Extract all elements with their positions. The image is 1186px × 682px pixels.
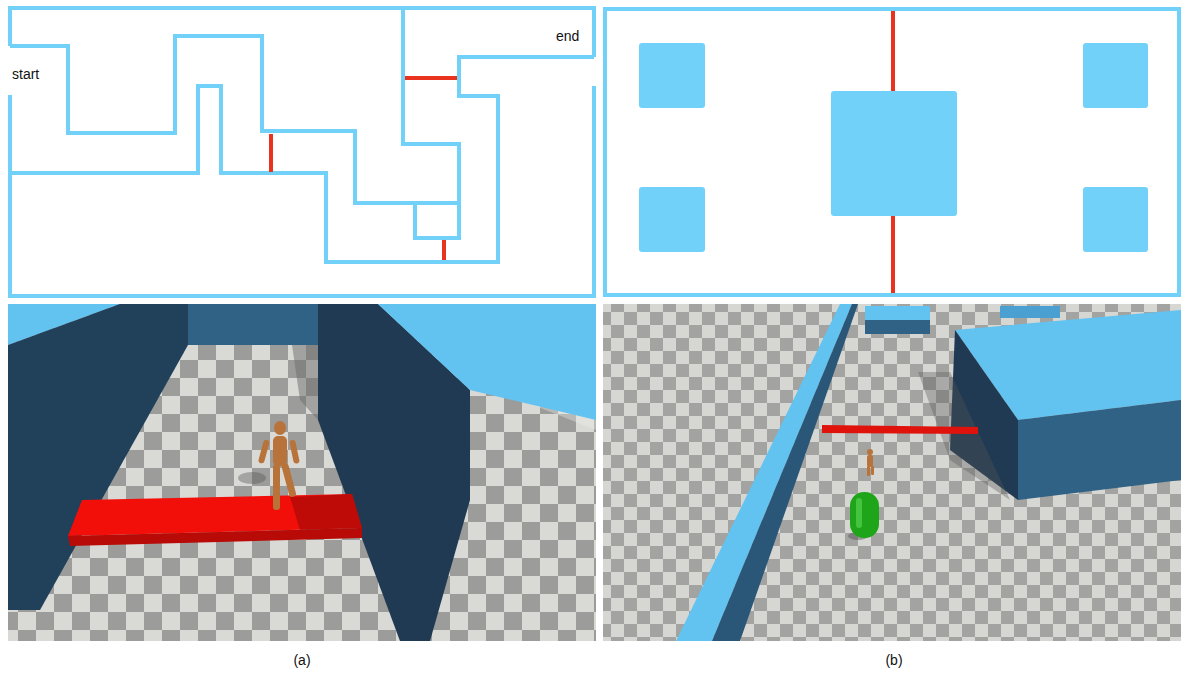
maze-wall <box>10 86 594 296</box>
figure-leg <box>281 463 297 498</box>
maze-map <box>10 8 594 296</box>
back-wall <box>188 304 318 345</box>
red-bar <box>822 425 978 434</box>
red-gate <box>442 240 446 260</box>
wall-top <box>676 304 852 641</box>
capsule-highlight <box>856 498 862 528</box>
maze-gates <box>271 78 457 260</box>
obstacle-block <box>639 187 705 252</box>
figure-arm <box>258 439 270 464</box>
red-gate <box>891 216 895 293</box>
block-shadow <box>918 372 1010 500</box>
distant-block <box>865 306 930 320</box>
maze-wall <box>10 57 594 262</box>
figure-arm <box>289 439 300 464</box>
humanoid-figure <box>258 421 300 510</box>
wall-side <box>712 304 858 641</box>
red-bar-shadow <box>290 494 362 530</box>
red-gate <box>405 76 457 80</box>
red-gate <box>891 11 895 91</box>
maze-wall <box>10 36 459 203</box>
checker-floor <box>603 304 1181 641</box>
arena-render <box>603 304 1181 641</box>
maze-wall <box>10 8 594 57</box>
end-label: end <box>556 28 579 45</box>
figure-shadow <box>238 472 266 484</box>
wall-shadow <box>292 345 318 420</box>
red-bar-front <box>68 528 362 546</box>
panel-label: (b) <box>885 652 902 669</box>
left-wall <box>8 304 188 610</box>
figure-torso <box>867 455 873 467</box>
figure-head <box>867 449 873 455</box>
center-block <box>831 91 957 216</box>
obstacle-block <box>639 43 705 108</box>
arena-border <box>605 9 1179 295</box>
distant-block <box>865 320 930 334</box>
figure-head <box>274 421 286 435</box>
distant-block <box>1000 306 1060 318</box>
arena-map <box>605 9 1179 295</box>
humanoid-figure <box>867 449 874 476</box>
figure-leg <box>273 464 280 510</box>
wall-top <box>378 304 596 420</box>
figure-torso <box>273 436 287 466</box>
red-gate <box>269 134 273 172</box>
obstacle-block <box>1083 187 1148 252</box>
figure-leg <box>867 466 870 476</box>
figure-leg <box>871 466 874 475</box>
maze-render <box>8 304 596 641</box>
start-label: start <box>12 66 39 83</box>
block-front <box>1018 400 1181 500</box>
maze-wall <box>403 8 459 238</box>
checker-floor <box>8 304 596 641</box>
obstacle-block <box>1083 43 1148 108</box>
panel-label: (a) <box>293 652 310 669</box>
green-capsule <box>850 492 879 538</box>
